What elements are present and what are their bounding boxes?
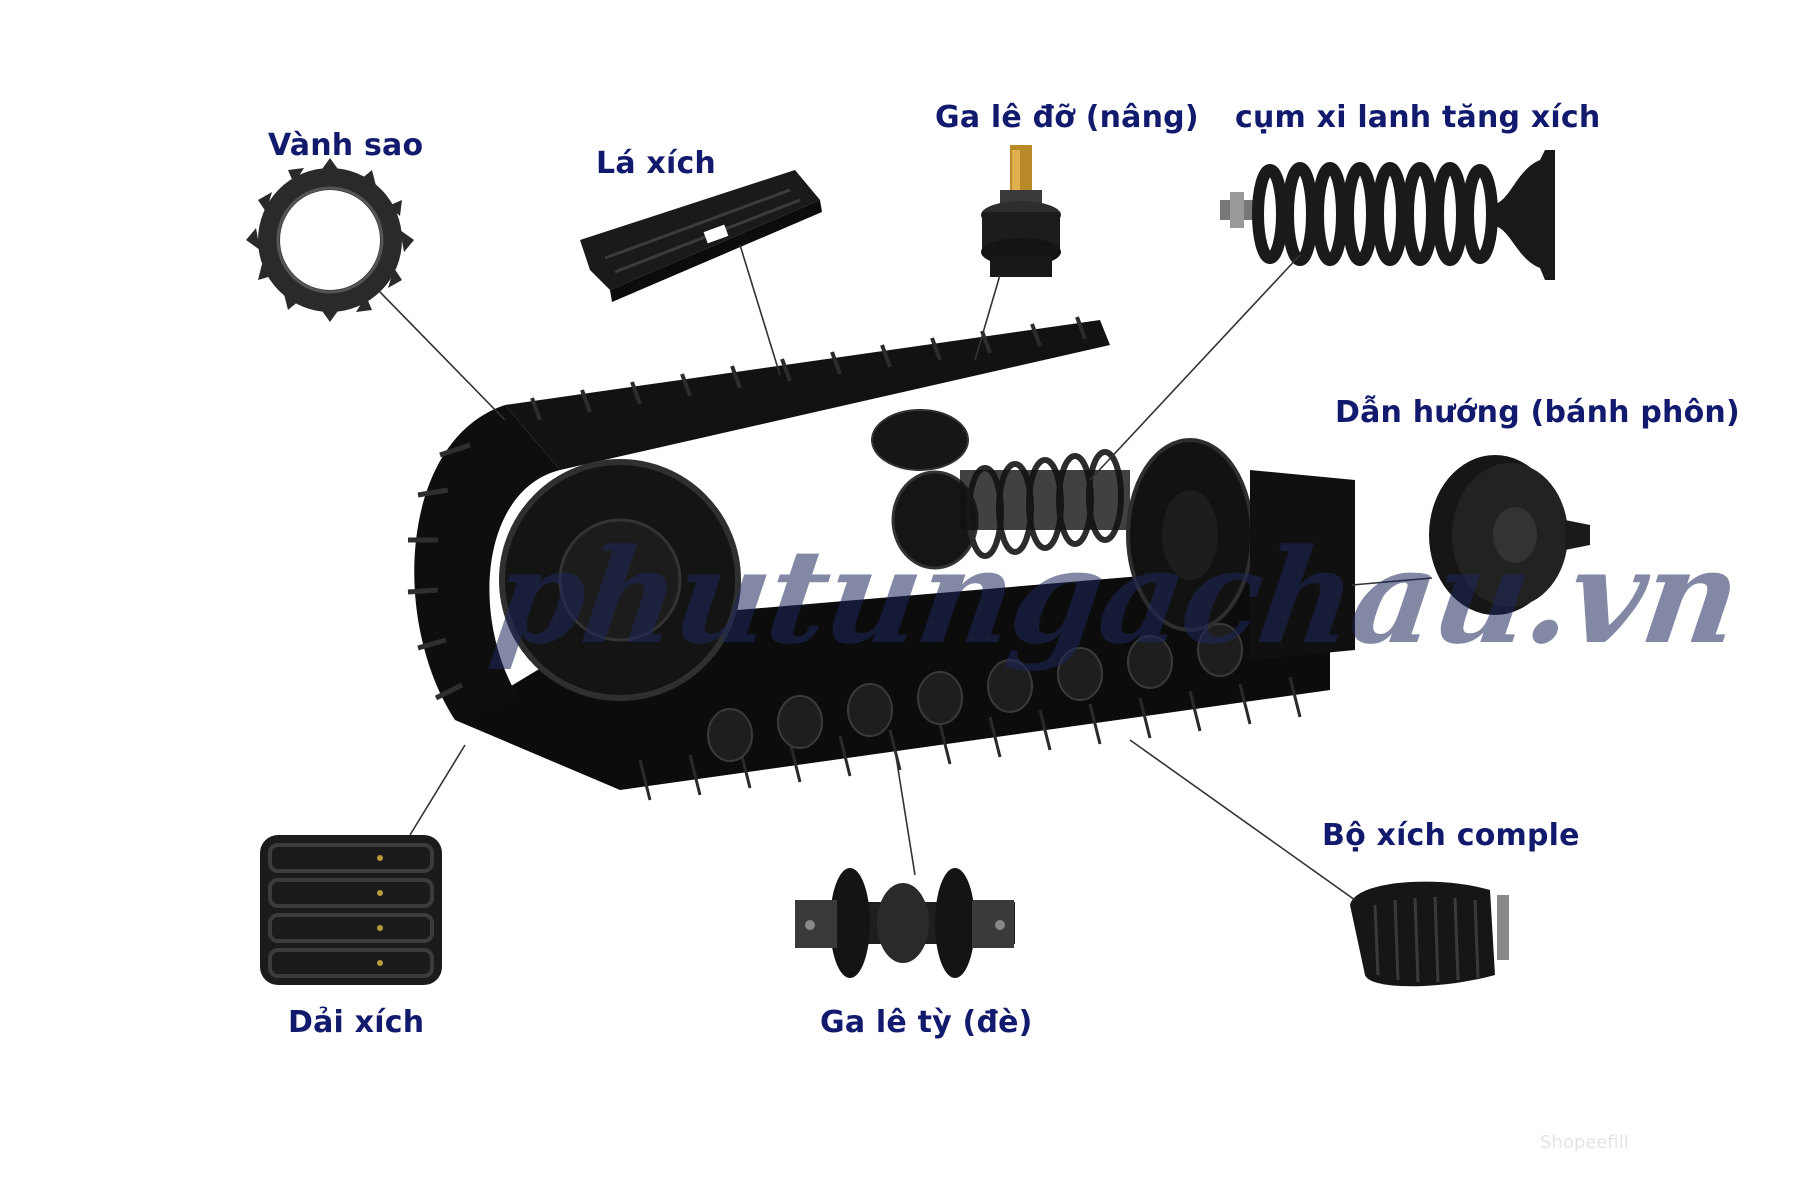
label-dai-xich: Dải xích	[288, 1005, 425, 1040]
main-track-assembly	[407, 316, 1355, 801]
leader-vanh-sao	[377, 289, 506, 421]
leader-la-xich	[739, 244, 781, 376]
leader-dai-xich	[409, 744, 466, 836]
leader-bo-xich	[1129, 739, 1356, 901]
idler-wheel-icon	[1429, 455, 1590, 615]
carrier-roller-icon	[981, 145, 1061, 277]
watermark-text: phutungachau.vn	[484, 520, 1748, 673]
leader-ga-le-do	[974, 274, 1001, 361]
label-dan-huong: Dẫn hướng (bánh phôn)	[1335, 395, 1740, 430]
track-chain-icon	[260, 835, 442, 985]
track-roll-icon	[1350, 881, 1509, 987]
recoil-spring-icon	[1220, 150, 1555, 280]
leader-xi-lanh	[1089, 254, 1301, 481]
label-la-xich: Lá xích	[596, 146, 716, 181]
label-bo-xich: Bộ xích comple	[1322, 818, 1580, 853]
leader-lines	[377, 244, 1433, 901]
label-ga-le-ty: Ga lê tỳ (đè)	[820, 1005, 1033, 1040]
label-cum-xi-lanh: cụm xi lanh tăng xích	[1235, 100, 1601, 135]
leader-dan-huong	[1351, 577, 1433, 586]
credit-watermark: Shopeefill	[1540, 1132, 1629, 1153]
track-roller-icon	[795, 868, 1015, 978]
label-vanh-sao: Vành sao	[268, 128, 424, 163]
track-shoe-icon	[580, 170, 822, 302]
sprocket-ring-icon	[246, 158, 414, 322]
leader-ga-le-ty	[894, 749, 916, 876]
label-ga-le-do: Ga lê đỡ (nâng)	[935, 100, 1199, 135]
